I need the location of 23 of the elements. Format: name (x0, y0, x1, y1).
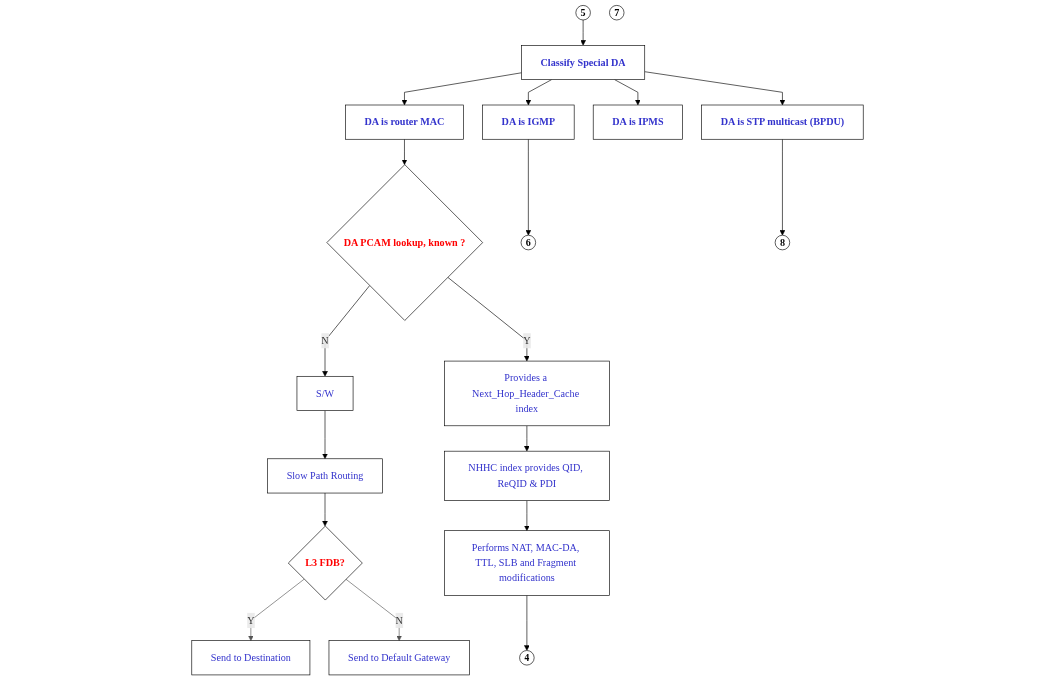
node-box: DA is STP multicast (BPDU) (701, 104, 864, 140)
node-box: Classify Special DA (521, 45, 646, 80)
edge-label: Y (247, 614, 255, 626)
edge-label: Y (523, 335, 531, 346)
node-circle: 5 (575, 5, 591, 21)
node-diamond: DA PCAM lookup, known ? (326, 164, 483, 321)
edge-label: N (321, 335, 329, 346)
node-box: DA is IPMS (592, 104, 683, 140)
node-box: NHHC index provides QID, ReQID & PDI (444, 450, 610, 501)
node-circle: 6 (520, 234, 536, 251)
node-circle: 4 (519, 650, 535, 666)
node-box: Slow Path Routing (267, 458, 383, 494)
node-circle: 8 (774, 234, 791, 251)
node-box: Send to Destination (191, 640, 311, 676)
node-box: Performs NAT, MAC-DA, TTL, SLB and Fragment modifications (444, 530, 610, 596)
node-box: S/W (296, 376, 354, 411)
node-box: Send to Default Gateway (328, 640, 470, 676)
node-box: DA is IGMP (482, 104, 575, 140)
node-box: DA is router MAC (345, 104, 464, 140)
node-box: Provides a Next_Hop_Header_Cache index (444, 360, 610, 427)
node-diamond: L3 FDB? (288, 525, 363, 601)
node-circle: 7 (609, 5, 625, 21)
edge-label: N (395, 614, 403, 626)
